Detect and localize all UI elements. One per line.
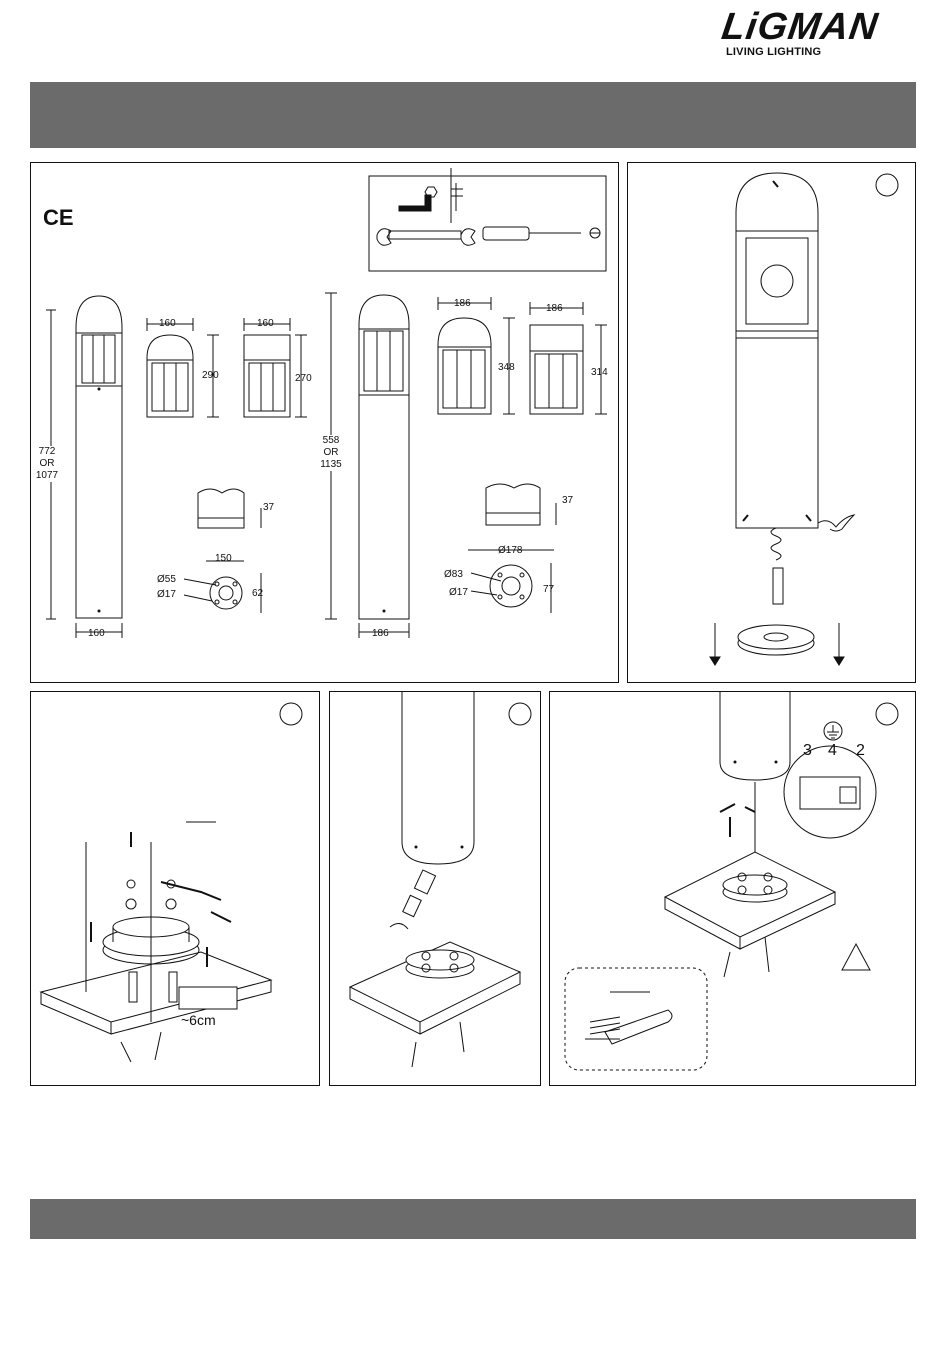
base-detail-a — [184, 489, 261, 613]
step-wiring-drawing: 3 4 2 — [550, 692, 917, 1087]
dim-tall-height-b: 558 OR 1135 — [315, 435, 347, 471]
dimensions-panel: CE — [30, 162, 619, 683]
bollard-short-dome-a — [147, 335, 193, 417]
step-open-panel — [627, 162, 916, 683]
dimensions-drawing: CE — [31, 163, 620, 684]
dim-base-hole-b: Ø83 — [444, 569, 463, 580]
bollard-tall-b — [359, 295, 409, 619]
step-number-circle — [876, 174, 898, 196]
terminal-label-4: 4 — [828, 742, 837, 759]
brand-logo: LiGMAN LIVING LIGHTING — [722, 8, 922, 58]
dim-short-flat-width-b: 186 — [546, 303, 563, 314]
dim-short-flat-width-a: 160 — [257, 318, 274, 329]
step-anchor-drawing: ~6cm — [31, 692, 321, 1087]
bollard-short-flat-a — [244, 335, 290, 417]
dim-base-height-a: 37 — [263, 502, 275, 513]
dim-base-bolt-a: Ø17 — [157, 589, 176, 600]
step-mount-drawing — [330, 692, 542, 1087]
dim-short-flat-height-b: 314 — [591, 367, 608, 378]
dim-short-cap-height-b: 348 — [498, 362, 515, 373]
footer-bar — [30, 1199, 916, 1239]
step-mount-panel — [329, 691, 541, 1086]
anchor-depth-label: ~6cm — [181, 1012, 216, 1028]
dim-base-span-b: Ø178 — [498, 545, 523, 556]
screwdriver-icon — [483, 227, 600, 240]
ce-mark: CE — [43, 205, 74, 230]
dim-base-offset-a: 62 — [252, 588, 264, 599]
bollard-tall-a — [76, 296, 122, 618]
terminal-label-3: 3 — [803, 742, 812, 759]
dim-base-span-a: 150 — [215, 553, 232, 564]
tools-box — [369, 176, 606, 271]
bollard-short-dome-b — [438, 318, 491, 414]
dim-base-hole-a: Ø55 — [157, 574, 176, 585]
brand-name: LiGMAN — [719, 8, 924, 46]
dim-tall-height-a: 772 OR 1077 — [31, 446, 63, 482]
step-anchor-panel: ~6cm — [30, 691, 320, 1086]
step-open-drawing — [628, 163, 917, 684]
dim-tall-width-b: 186 — [372, 628, 389, 639]
wrench-icon — [377, 229, 475, 246]
bollard-short-flat-b — [530, 325, 583, 414]
dim-base-bolt-b: Ø17 — [449, 587, 468, 598]
terminal-label-2: 2 — [856, 742, 865, 759]
dim-base-offset-b: 77 — [543, 584, 555, 595]
step-wiring-panel: 3 4 2 — [549, 691, 916, 1086]
dim-short-cap-width-a: 160 — [159, 318, 176, 329]
dim-short-cap-width-b: 186 — [454, 298, 471, 309]
ground-icon — [824, 722, 842, 740]
warning-triangle-icon — [842, 944, 870, 970]
dim-short-flat-height-a: 270 — [295, 373, 312, 384]
dim-tall-width-a: 160 — [88, 628, 105, 639]
header-bar — [30, 82, 916, 148]
dim-base-height-b: 37 — [562, 495, 574, 506]
dim-short-cap-height-a: 290 — [202, 370, 219, 381]
